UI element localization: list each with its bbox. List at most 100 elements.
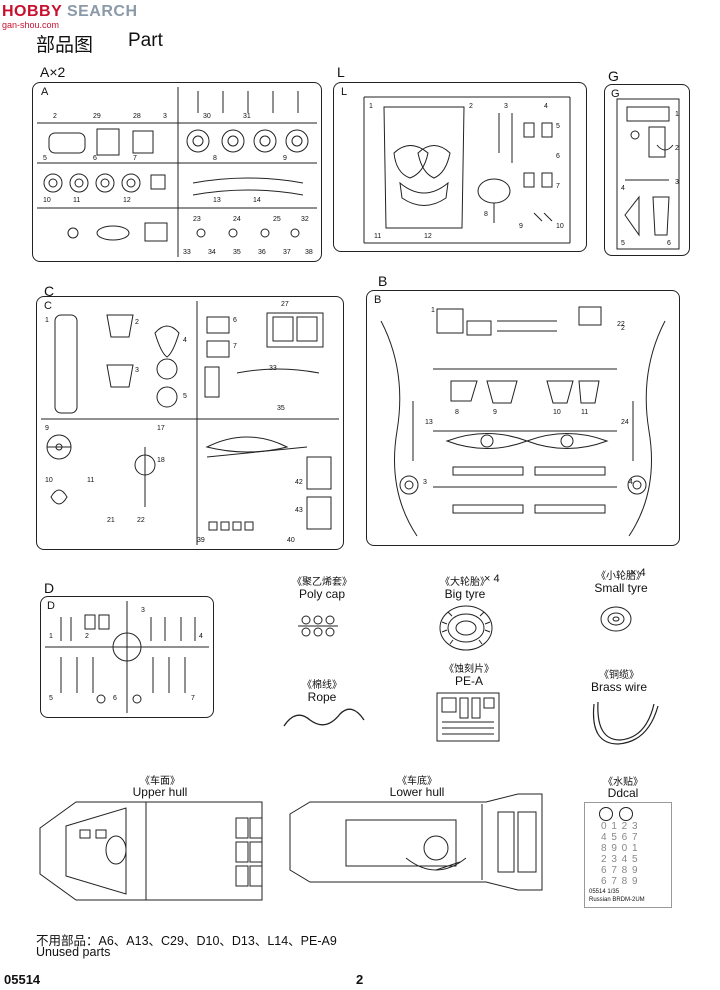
part-number: 22 bbox=[137, 517, 145, 524]
part-number: 2 bbox=[53, 113, 57, 120]
small-tyre-label: Small tyre bbox=[594, 581, 648, 595]
part-number: 6 bbox=[667, 240, 671, 247]
part-number: 33 bbox=[183, 249, 191, 256]
part-number: 3 bbox=[504, 103, 508, 110]
part-number: 36 bbox=[258, 249, 266, 256]
decal-digits: 0 1 2 3 4 5 6 7 8 9 0 1 2 3 4 5 6 7 8 9 … bbox=[601, 821, 639, 887]
rope-drawing bbox=[283, 708, 365, 727]
decal-digit-row: 6 7 8 9 bbox=[601, 865, 639, 876]
unused-parts-list: 不用部品：A6、A13、C29、D10、D13、L14、PE-A9 bbox=[36, 934, 337, 948]
rope-label: Rope bbox=[307, 690, 337, 704]
part-number: 34 bbox=[208, 249, 216, 256]
part-number: 5 bbox=[49, 695, 53, 702]
sprue-a-drawing bbox=[37, 87, 317, 257]
part-number: 39 bbox=[197, 537, 205, 544]
watermark-url: gan-shou.com bbox=[2, 20, 60, 30]
decal-emblem-icon bbox=[599, 807, 613, 821]
part-number: 9 bbox=[519, 223, 523, 230]
part-number: 8 bbox=[484, 211, 488, 218]
sprue-d-label: D bbox=[44, 580, 55, 596]
poly-cap-label: Poly cap bbox=[298, 587, 346, 601]
part-number: 21 bbox=[107, 517, 115, 524]
big-tyre-drawing bbox=[439, 605, 493, 651]
part-number: 11 bbox=[581, 409, 589, 416]
pe-sheet-drawing bbox=[436, 692, 500, 742]
part-number: 3 bbox=[163, 113, 167, 120]
upper-hull-label: Upper hull bbox=[132, 785, 188, 799]
sprue-g-drawing bbox=[616, 98, 680, 250]
lower-hull-label-cn: 《车底》 bbox=[397, 776, 437, 787]
part-number: 6 bbox=[113, 695, 117, 702]
part-number: 6 bbox=[93, 155, 97, 162]
poly-cap-drawing bbox=[298, 615, 338, 637]
brass-wire-label: Brass wire bbox=[590, 680, 647, 694]
part-number: 37 bbox=[283, 249, 291, 256]
big-tyre-label-cn: 《大轮胎》 bbox=[440, 577, 490, 588]
part-number: 4 bbox=[183, 337, 187, 344]
sprue-l-label: L bbox=[337, 64, 345, 80]
part-number: 9 bbox=[283, 155, 287, 162]
big-tyre-qty: × 4 bbox=[484, 573, 500, 585]
sprue-c-frame: C 1 2 3 4 5 6 7 bbox=[36, 296, 344, 550]
sprue-b-frame: B 1 2 3 4 8 9 10 11 13 22 24 bbox=[366, 290, 680, 546]
sprue-b-drawing bbox=[380, 306, 666, 537]
sprue-g-tag: G bbox=[611, 88, 620, 100]
part-number: 11 bbox=[87, 477, 95, 484]
part-number: 25 bbox=[273, 216, 281, 223]
poly-cap-label-cn: 《聚乙烯套》 bbox=[292, 577, 352, 588]
sprue-c-label: C bbox=[44, 283, 55, 299]
part-number: 2 bbox=[135, 319, 139, 326]
part-number: 5 bbox=[556, 123, 560, 130]
part-number: 2 bbox=[621, 325, 625, 332]
part-number: 24 bbox=[233, 216, 241, 223]
decal-digit-row: 4 5 6 7 bbox=[601, 832, 639, 843]
part-number: 1 bbox=[49, 633, 53, 640]
part-number: 9 bbox=[493, 409, 497, 416]
sprue-d-drawing bbox=[45, 601, 209, 713]
part-number: 7 bbox=[556, 183, 560, 190]
decal-code-number: 05514 bbox=[589, 889, 606, 895]
part-number: 9 bbox=[45, 425, 49, 432]
part-number: 22 bbox=[617, 321, 625, 328]
part-number: 4 bbox=[621, 185, 625, 192]
unused-parts-label: Unused parts bbox=[36, 945, 111, 959]
sprue-l-drawing bbox=[363, 96, 571, 244]
sprue-b-tag: B bbox=[374, 294, 382, 306]
page-number: 2 bbox=[356, 972, 364, 987]
part-number: 6 bbox=[233, 317, 237, 324]
part-number: 4 bbox=[199, 633, 203, 640]
part-number: 6 bbox=[556, 153, 560, 160]
part-number: 13 bbox=[213, 197, 221, 204]
part-number: 17 bbox=[157, 425, 165, 432]
part-number: 1 bbox=[45, 317, 49, 324]
part-number: 10 bbox=[553, 409, 561, 416]
part-number: 10 bbox=[45, 477, 53, 484]
decal-digit-row: 0 1 2 3 bbox=[601, 821, 639, 832]
part-number: 1 bbox=[675, 111, 679, 118]
small-tyre-label-cn: 《小轮胎》 bbox=[596, 571, 646, 582]
sprue-c-tag: C bbox=[44, 300, 52, 312]
sprue-d-tag: D bbox=[47, 600, 55, 612]
sprue-a-frame: A 2 29 28 3 30 31 bbox=[32, 82, 322, 262]
sprue-l-tag: L bbox=[341, 86, 348, 98]
decal-name: Russian BRDM-2UM bbox=[589, 897, 645, 903]
watermark-brand-b: SEARCH bbox=[66, 3, 138, 20]
decal-sheet: 0 1 2 3 4 5 6 7 8 9 0 1 2 3 4 5 6 7 8 9 … bbox=[584, 802, 672, 908]
brass-wire-drawing bbox=[592, 701, 659, 745]
part-number: 1 bbox=[431, 307, 435, 314]
part-number: 11 bbox=[374, 233, 382, 240]
part-number: 5 bbox=[183, 393, 187, 400]
part-number: 18 bbox=[157, 457, 165, 464]
part-number: 24 bbox=[621, 419, 629, 426]
part-number: 35 bbox=[277, 405, 285, 412]
decal-label: Ddcal bbox=[607, 786, 639, 800]
decal-code: 05514 1/35 bbox=[589, 889, 619, 895]
sprue-a-tag: A bbox=[41, 86, 49, 98]
pe-label-cn: 《蚀刻片》 bbox=[444, 664, 494, 675]
small-tyre-qty: × 4 bbox=[630, 567, 646, 579]
part-number: 3 bbox=[675, 179, 679, 186]
sprue-l-frame: L 1 2 3 4 5 6 7 8 9 10 11 12 bbox=[333, 82, 587, 252]
part-number: 4 bbox=[629, 479, 633, 486]
sprue-d-frame: D 1 2 3 4 5 6 7 bbox=[40, 596, 214, 718]
watermark-logo: HOBBY SEARCH bbox=[2, 3, 138, 21]
